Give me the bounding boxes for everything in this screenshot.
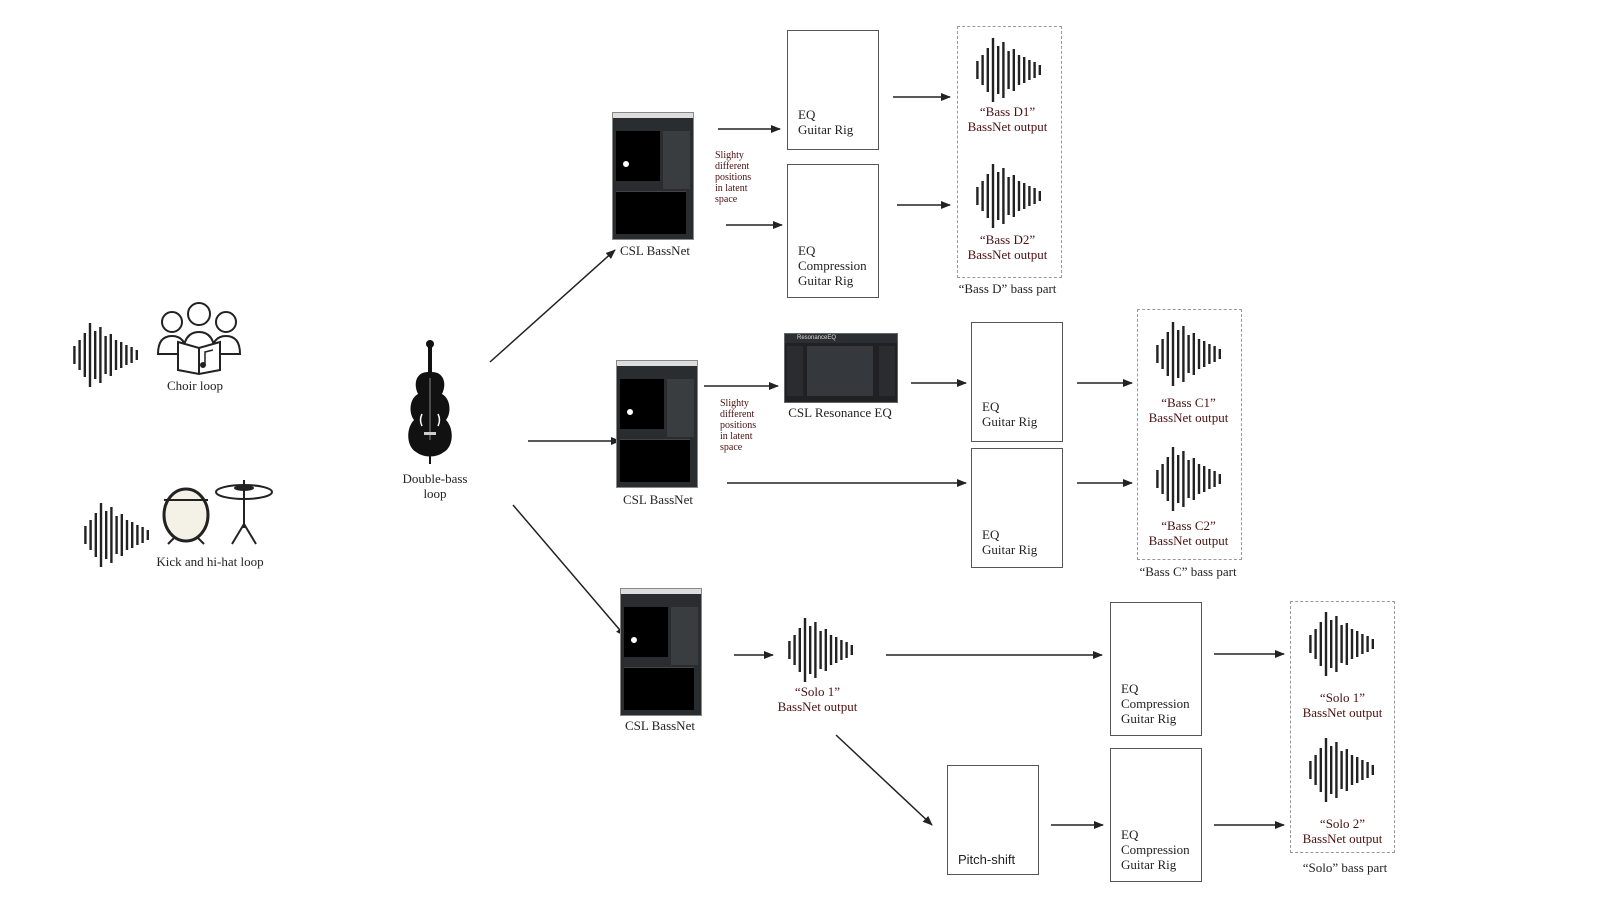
bass-c-group [1137, 309, 1242, 560]
bassnet-ui-thumbnail-top [612, 112, 694, 240]
bass-d2-output-label: “Bass D2”BassNet output [967, 232, 1048, 262]
double-bass-icon [408, 340, 452, 464]
bass-d1-waveform-icon [976, 38, 1041, 102]
choir-waveform-icon [73, 323, 138, 387]
bassnet-ui-thumbnail-mid [616, 360, 698, 488]
bass-d1-output-label: “Bass D1”BassNet output [967, 104, 1048, 134]
drums-waveform-icon [84, 503, 149, 567]
bass-c2-output-label: “Bass C2”BassNet output [1148, 518, 1229, 548]
bass-c1-output-label: “Bass C1”BassNet output [1148, 395, 1229, 425]
resonance-eq-thumbnail: ResonanceEQ [784, 333, 898, 403]
bassnet-ui-thumbnail-bot [620, 588, 702, 716]
choir-loop-label: Choir loop [167, 378, 223, 393]
bassnet-label-bot: CSL BassNet [625, 718, 695, 733]
bassnet-label-mid: CSL BassNet [623, 492, 693, 507]
bass-d-part-label: “Bass D” bass part [958, 281, 1057, 296]
bass-d-group [957, 26, 1062, 278]
solo2-output-label: “Solo 2”BassNet output [1302, 816, 1383, 846]
solo1-intermediate-waveform-icon [788, 618, 853, 682]
choir-icon [156, 302, 242, 376]
bass-d2-waveform-icon [976, 164, 1041, 228]
solo1-output-waveform-icon [1309, 612, 1374, 676]
bass-c1-waveform-icon [1156, 322, 1221, 386]
arrows [489, 93, 1285, 829]
solo-part-label: “Solo” bass part [1302, 860, 1388, 875]
solo2-output-waveform-icon [1309, 738, 1374, 802]
kick-hihat-loop-label: Kick and hi-hat loop [156, 554, 264, 569]
arrow-solo-to-pitch [835, 734, 933, 826]
bass-c-part-label: “Bass C” bass part [1139, 564, 1237, 579]
arrow-bass-to-bassnet-top [489, 249, 616, 363]
solo1-output-label: “Solo 1”BassNet output [1302, 690, 1383, 720]
bassnet-label-top: CSL BassNet [620, 243, 690, 258]
solo-group [1290, 601, 1395, 853]
waveforms [73, 38, 1374, 802]
solo1-intermediate-label: “Solo 1”BassNet output [777, 684, 858, 714]
drums-icon [162, 480, 273, 545]
bass-c2-waveform-icon [1156, 447, 1221, 511]
arrow-bass-to-bassnet-bot [512, 504, 626, 637]
resonance-eq-label: CSL Resonance EQ [788, 405, 892, 420]
fx-box-pitch-shift: Pitch-shift [947, 765, 1039, 875]
